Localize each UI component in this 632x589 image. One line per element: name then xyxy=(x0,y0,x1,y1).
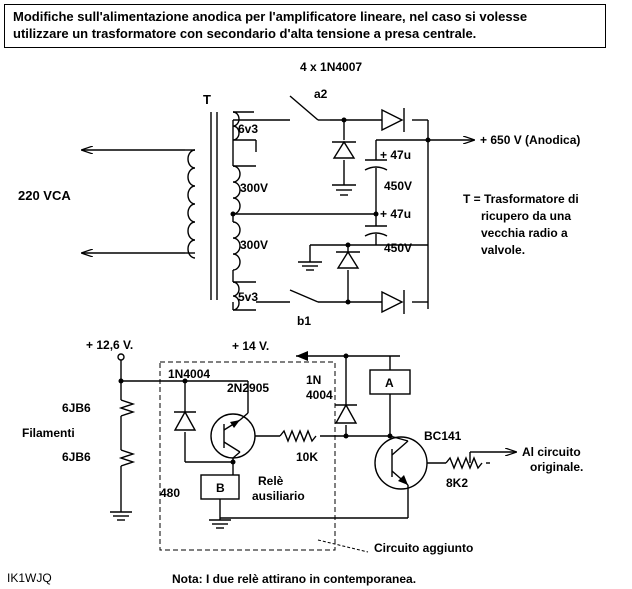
diode-top xyxy=(381,108,405,132)
legend-line-3: vecchia radio a xyxy=(481,226,568,240)
relay-a-label: A xyxy=(385,376,394,390)
d2-label-line-2: 4004 xyxy=(306,388,333,402)
diodes-label: 4 x 1N4007 xyxy=(300,60,362,74)
diode-ground xyxy=(332,140,356,159)
header-box: Modifiche sull'alimentazione anodica per… xyxy=(4,4,606,48)
diode-bottom-right xyxy=(381,290,405,314)
tube-1-label: 6JB6 xyxy=(62,401,91,415)
winding-300v-lower-label: 300V xyxy=(240,238,268,252)
d2-label-line-1: 1N xyxy=(306,373,321,387)
r1-label: 10K xyxy=(296,450,318,464)
relay-aux-line-2: ausiliario xyxy=(252,489,305,503)
cap-bottom-voltage: 450V xyxy=(384,241,412,255)
added-circuit-box xyxy=(159,361,336,551)
switch-a2-label: a2 xyxy=(314,87,328,101)
relay-b-label: B xyxy=(216,481,225,495)
supply-wiring xyxy=(232,95,474,310)
cap-top-value: + 47u xyxy=(380,148,411,162)
diode-lower xyxy=(336,250,360,269)
cap-bottom-value: + 47u xyxy=(380,207,411,221)
legend-line-1: T = Trasformatore di xyxy=(463,192,579,206)
winding-5v3-label: 5v3 xyxy=(238,290,258,304)
r-b-label: 480 xyxy=(160,486,180,500)
note-label: Nota: I due relè attirano in contemporan… xyxy=(172,572,416,586)
header-line-2: utilizzare un trasformatore con secondar… xyxy=(13,26,477,41)
winding-6v3-label: 6v3 xyxy=(238,122,258,136)
junction-dots xyxy=(230,117,431,305)
output-line-2: originale. xyxy=(530,460,583,474)
output-line-1: Al circuito xyxy=(522,445,581,459)
header-line-1: Modifiche sull'alimentazione anodica per… xyxy=(13,9,528,24)
winding-300v-upper-label: 300V xyxy=(240,181,268,195)
transformer-label: T xyxy=(203,92,211,107)
r2-label: 8K2 xyxy=(446,476,468,490)
q2-label: BC141 xyxy=(424,429,462,443)
q1-label: 2N2905 xyxy=(227,381,269,395)
legend-line-4: valvole. xyxy=(481,243,525,257)
d1-label: 1N4004 xyxy=(168,367,210,381)
supply-label: + 12,6 V. xyxy=(86,338,133,352)
output-label: + 650 V (Anodica) xyxy=(480,133,580,147)
tube-2-label: 6JB6 xyxy=(62,450,91,464)
filaments-label: Filamenti xyxy=(22,426,75,440)
relay-wiring xyxy=(110,353,516,529)
transformer xyxy=(187,111,257,311)
relay-aux-line-1: Relè xyxy=(258,474,284,488)
legend-line-2: ricupero da una xyxy=(481,209,571,223)
rail-14v-label: + 14 V. xyxy=(232,339,269,353)
mains-label: 220 VCA xyxy=(18,188,71,203)
relay-junction-dots xyxy=(118,353,393,465)
diode-d1 xyxy=(173,410,197,431)
switch-b1-label: b1 xyxy=(297,314,311,328)
diode-d2 xyxy=(334,403,358,424)
rail-14v-arrow xyxy=(296,351,308,361)
cap-top-voltage: 450V xyxy=(384,179,412,193)
box-caption: Circuito aggiunto xyxy=(374,541,473,555)
author-label: IK1WJQ xyxy=(7,571,52,585)
